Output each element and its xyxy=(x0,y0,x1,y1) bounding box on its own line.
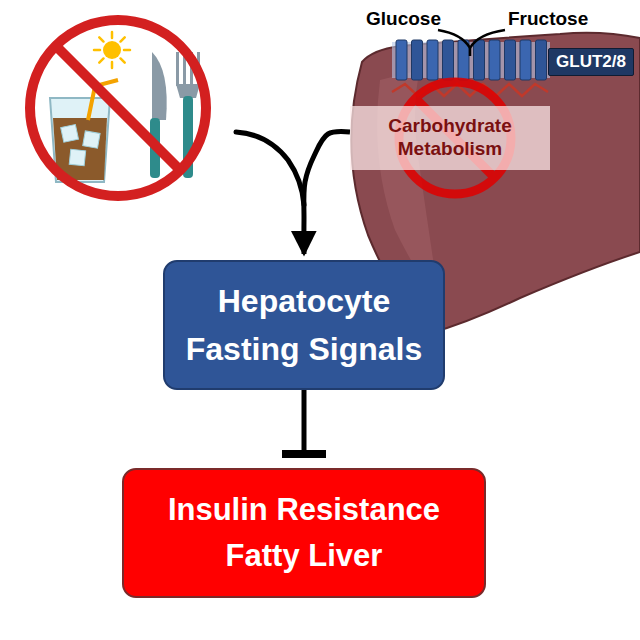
outcome-box: Insulin Resistance Fatty Liver xyxy=(122,468,486,598)
fasting-icon xyxy=(30,20,206,196)
sun-symbol xyxy=(94,32,130,68)
node-text: Carbohydrate Metabolism xyxy=(356,115,544,161)
process-box: Carbohydrate Metabolism xyxy=(350,106,550,170)
merge-arrow xyxy=(304,132,350,254)
node-text: GLUT2/8 xyxy=(556,52,626,72)
sugar-line xyxy=(438,30,470,48)
sugar-label: Fructose xyxy=(508,8,588,30)
sugar-label: Glucose xyxy=(366,8,441,30)
node-text: Insulin Resistance Fatty Liver xyxy=(134,487,474,580)
sugar-line xyxy=(469,48,472,56)
transporter-box: GLUT2/8 xyxy=(548,48,634,76)
process-box: Hepatocyte Fasting Signals xyxy=(163,260,445,390)
merge-line xyxy=(236,132,304,205)
knife-symbol xyxy=(152,52,167,120)
inhibition-line xyxy=(302,390,307,454)
sugar-line xyxy=(470,30,505,48)
node-text: Hepatocyte Fasting Signals xyxy=(175,277,433,373)
